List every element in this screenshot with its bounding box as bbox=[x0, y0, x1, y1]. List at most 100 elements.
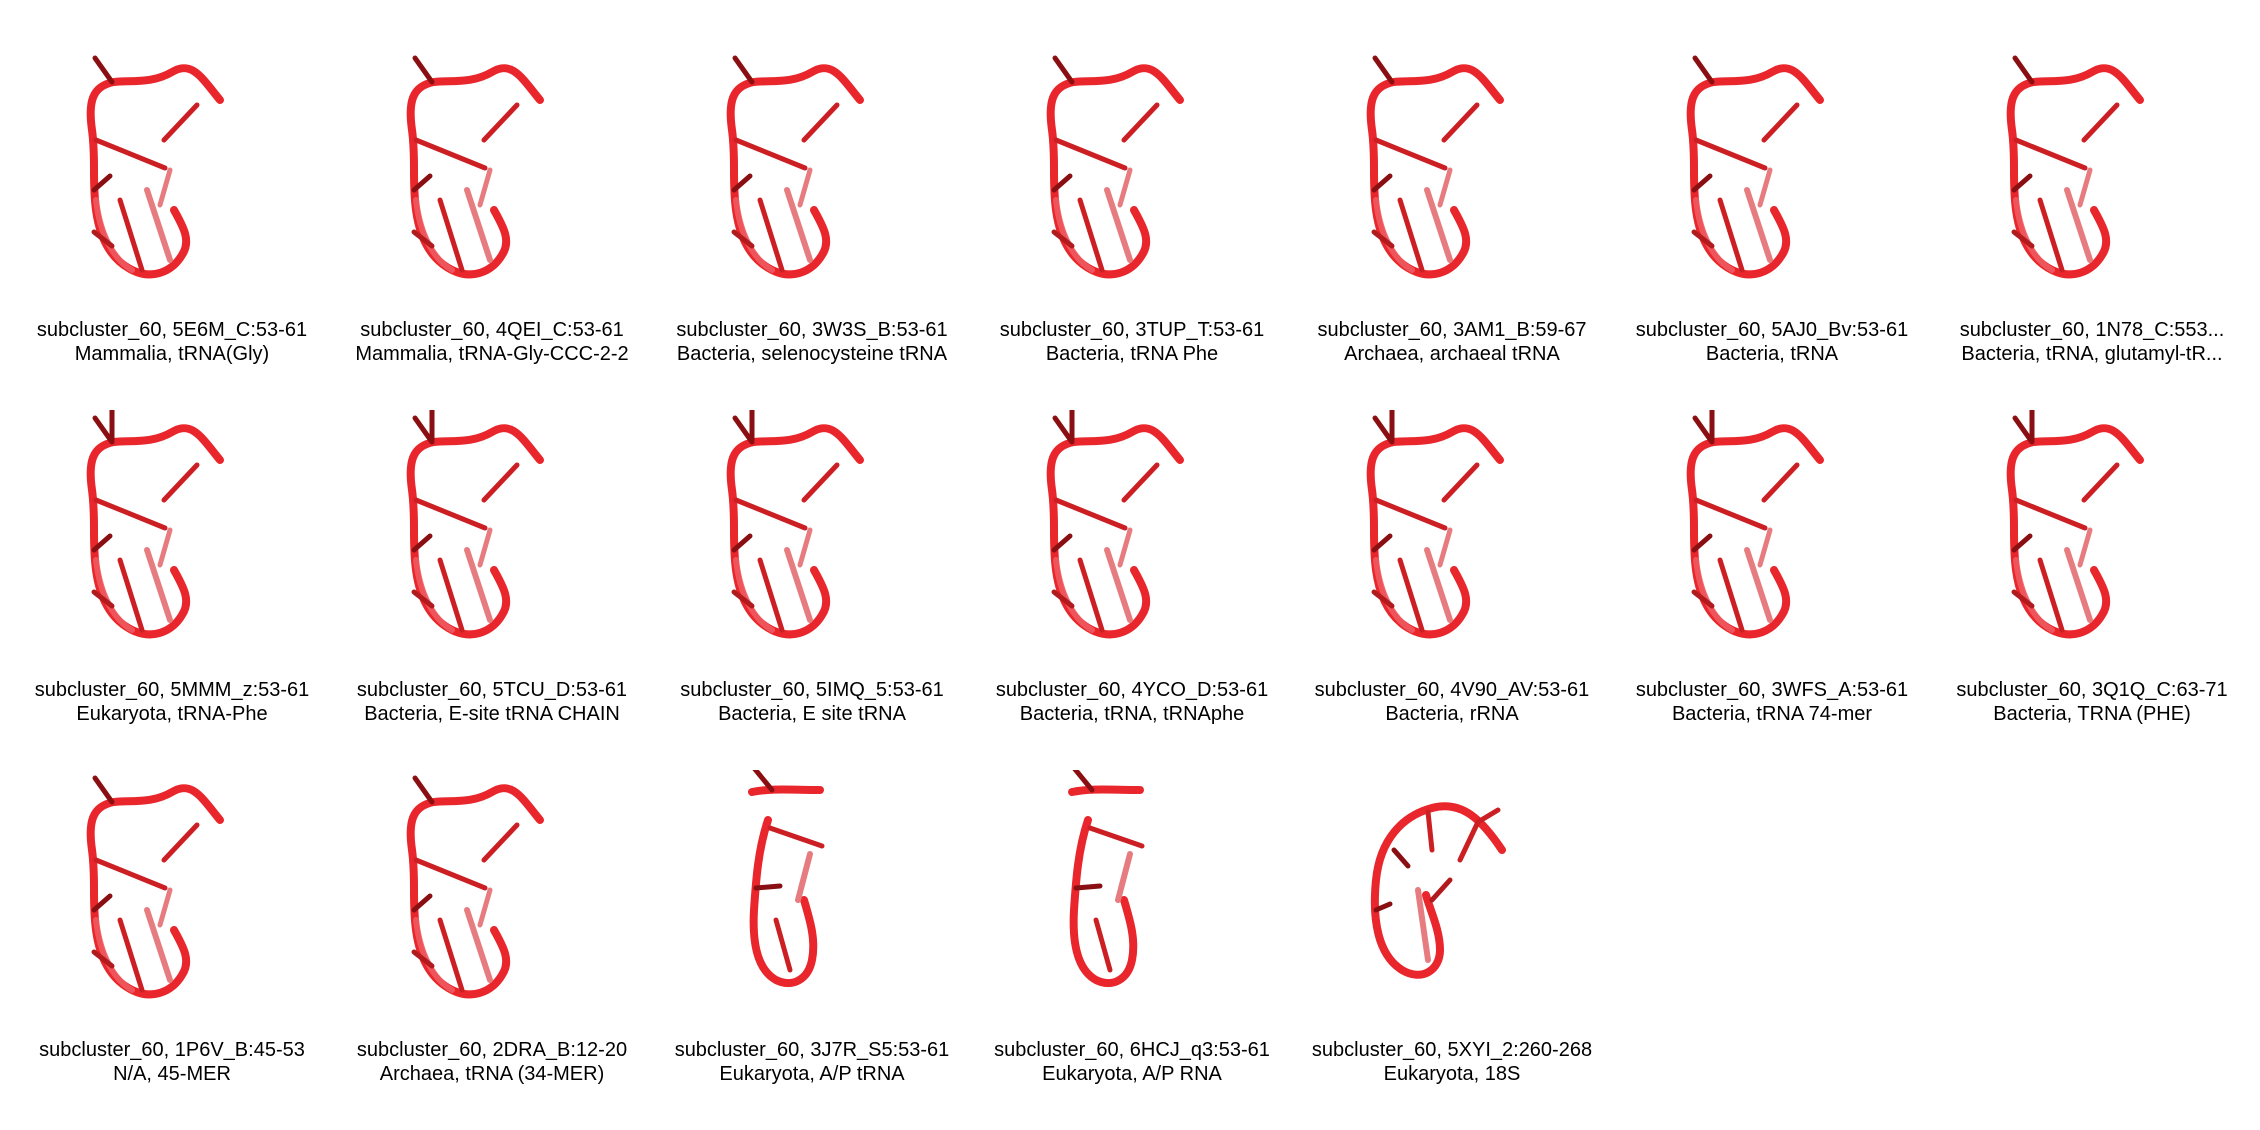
rna-structure-image bbox=[1332, 770, 1572, 1030]
rna-structure-render bbox=[1370, 802, 1506, 979]
rna-structure-image bbox=[1332, 50, 1572, 310]
rna-structure-render bbox=[748, 765, 825, 988]
rna-structure-render bbox=[1366, 55, 1504, 279]
structure-title: subcluster_60, 5XYI_2:260-268 bbox=[1311, 1039, 1593, 1061]
rna-structure-render bbox=[86, 775, 224, 999]
rna-structure-render bbox=[2006, 55, 2144, 279]
structure-title: subcluster_60, 4YCO_D:53-61 bbox=[995, 679, 1269, 701]
structure-subtitle: Mammalia, tRNA(Gly) bbox=[74, 343, 270, 365]
structure-title: subcluster_60, 3Q1Q_C:63-71 bbox=[1956, 679, 2228, 701]
rna-structure-image bbox=[1652, 50, 1892, 310]
structure-subtitle: Bacteria, E site tRNA bbox=[718, 703, 906, 725]
rna-structure-render bbox=[1366, 403, 1504, 639]
rna-structure-render bbox=[406, 775, 544, 999]
structure-subtitle: Bacteria, E-site tRNA CHAIN bbox=[364, 703, 620, 725]
rna-structure-image bbox=[52, 50, 292, 310]
rna-structure-image bbox=[692, 765, 932, 1030]
structure-title: subcluster_60, 3WFS_A:53-61 bbox=[1635, 679, 1909, 701]
structure-title: subcluster_60, 5TCU_D:53-61 bbox=[356, 679, 628, 701]
rna-structure-render bbox=[406, 55, 544, 279]
rna-structure-image bbox=[1332, 403, 1572, 670]
structure-title: subcluster_60, 1N78_C:553... bbox=[1959, 319, 2225, 341]
rna-structure-image bbox=[372, 770, 612, 1030]
rna-structure-render bbox=[86, 403, 224, 639]
rna-structure-image bbox=[52, 770, 292, 1030]
rna-structure-render bbox=[86, 55, 224, 279]
rna-structure-image bbox=[692, 403, 932, 670]
structure-subtitle: Bacteria, rRNA bbox=[1385, 703, 1519, 725]
rna-structure-render bbox=[1686, 403, 1824, 639]
structure-caption: subcluster_60, 1N78_C:553...Bacteria, tR… bbox=[1932, 318, 2252, 366]
rna-structure-render bbox=[726, 55, 864, 279]
rna-structure-render bbox=[1686, 55, 1824, 279]
rna-structure-image bbox=[1012, 403, 1252, 670]
structure-subtitle: Bacteria, selenocysteine tRNA bbox=[676, 343, 948, 365]
rna-structure-render bbox=[1046, 55, 1184, 279]
rna-structure-render bbox=[1068, 765, 1145, 988]
rna-structure-image bbox=[1012, 50, 1252, 310]
structure-subtitle: Bacteria, tRNA 74-mer bbox=[1671, 703, 1873, 725]
rna-structure-image bbox=[1652, 403, 1892, 670]
rna-structure-image bbox=[52, 403, 292, 670]
structure-title: subcluster_60, 3AM1_B:59-67 bbox=[1317, 319, 1587, 341]
structure-title: subcluster_60, 6HCJ_q3:53-61 bbox=[994, 1039, 1270, 1061]
structure-subtitle: Archaea, archaeal tRNA bbox=[1344, 343, 1560, 365]
structure-title: subcluster_60, 5E6M_C:53-61 bbox=[36, 319, 308, 341]
rna-structure-image bbox=[692, 50, 932, 310]
structure-title: subcluster_60, 1P6V_B:45-53 bbox=[39, 1039, 305, 1061]
rna-structure-image bbox=[1972, 403, 2212, 670]
structure-subtitle: Eukaryota, A/P tRNA bbox=[719, 1063, 905, 1085]
structure-subtitle: Eukaryota, A/P RNA bbox=[1042, 1063, 1222, 1085]
rna-structure-render bbox=[406, 403, 544, 639]
structure-title: subcluster_60, 3TUP_T:53-61 bbox=[999, 319, 1265, 341]
structure-subtitle: Bacteria, TRNA (PHE) bbox=[1993, 703, 2191, 725]
structure-subtitle: Eukaryota, tRNA-Phe bbox=[76, 703, 268, 725]
structure-subtitle: Mammalia, tRNA-Gly-CCC-2-2 bbox=[355, 343, 629, 365]
rna-structure-image bbox=[1012, 765, 1252, 1030]
rna-structure-render bbox=[2006, 403, 2144, 639]
structure-title: subcluster_60, 5AJ0_Bv:53-61 bbox=[1635, 319, 1909, 341]
structure-card: subcluster_60, 1N78_C:553...Bacteria, tR… bbox=[1932, 50, 2252, 410]
structure-title: subcluster_60, 2DRA_B:12-20 bbox=[356, 1039, 628, 1061]
structure-subtitle: Bacteria, tRNA, glutamyl-tR... bbox=[1961, 343, 2223, 365]
structure-subtitle: Eukaryota, 18S bbox=[1383, 1063, 1521, 1085]
structure-title: subcluster_60, 3J7R_S5:53-61 bbox=[674, 1039, 950, 1061]
structure-title: subcluster_60, 4QEI_C:53-61 bbox=[360, 319, 624, 341]
structure-subtitle: Bacteria, tRNA Phe bbox=[1045, 343, 1219, 365]
structure-title: subcluster_60, 5MMM_z:53-61 bbox=[34, 679, 310, 701]
